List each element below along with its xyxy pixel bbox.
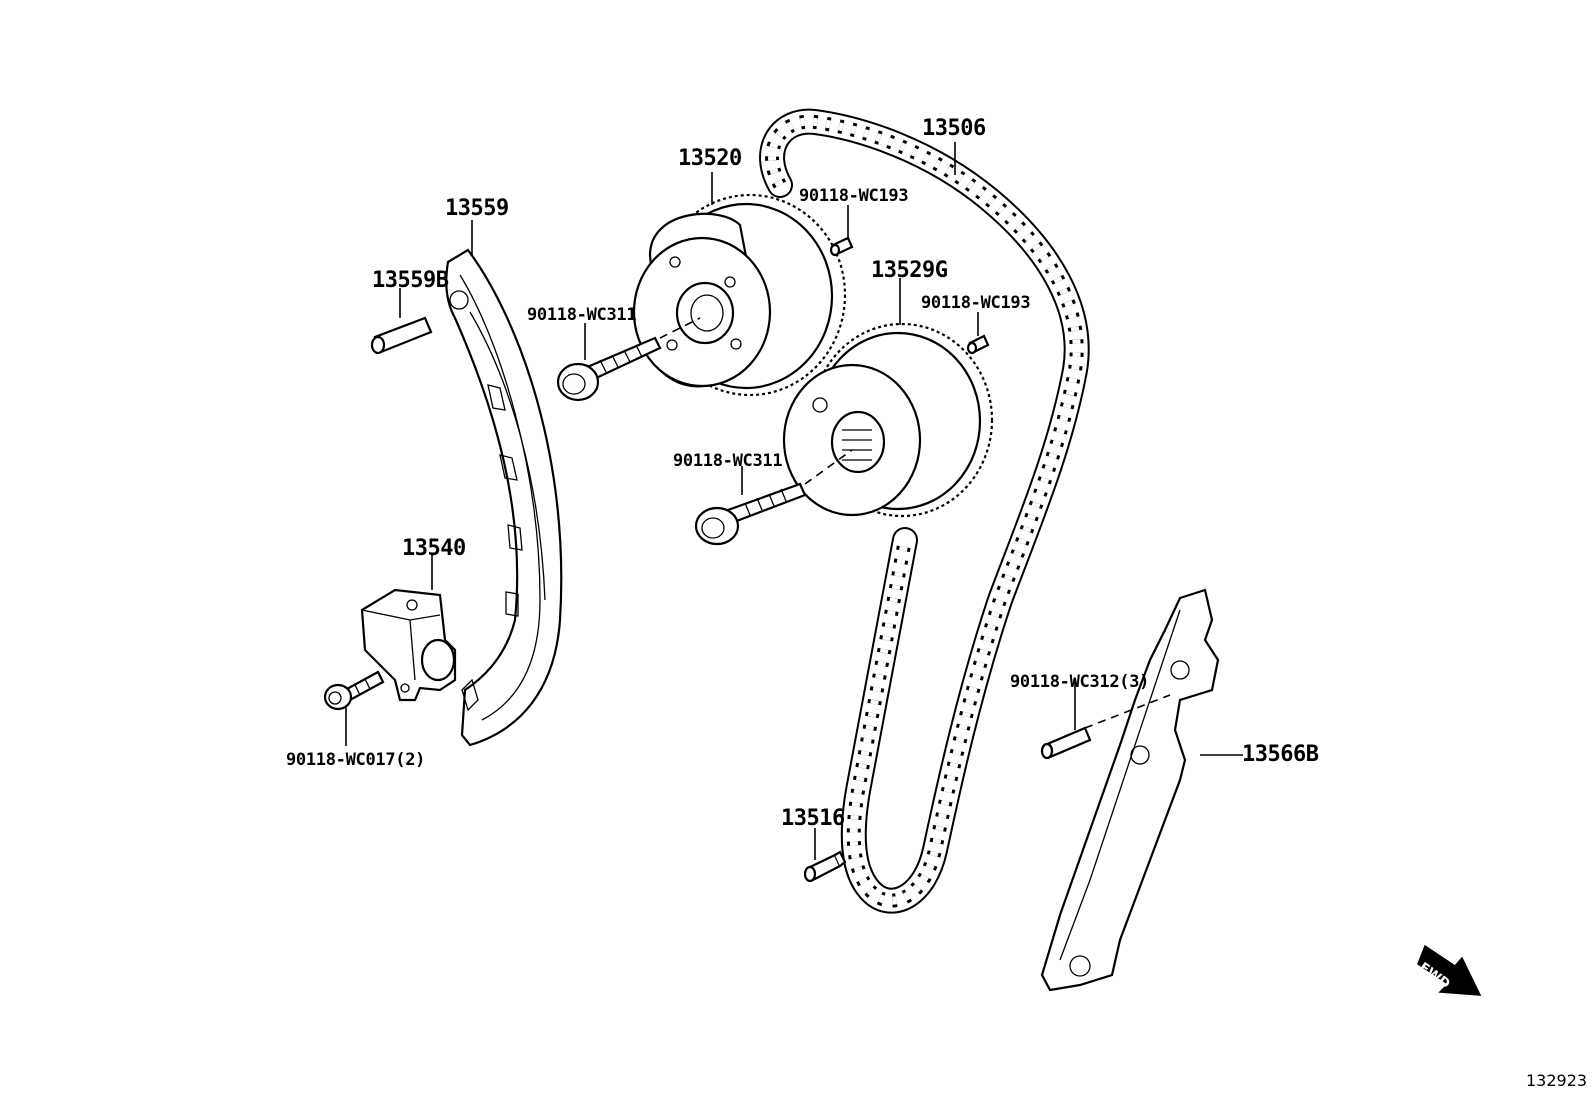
chain-tensioner-slipper <box>445 248 563 747</box>
bolt-lower <box>694 482 807 546</box>
camshaft-timing-gear-upper <box>632 193 847 397</box>
pin-right <box>966 334 990 355</box>
leader-lines <box>345 142 1243 860</box>
pin-guide <box>1040 726 1092 760</box>
guide-pin-axis <box>1084 694 1171 729</box>
pin-13559b <box>370 316 433 355</box>
label-13566b: 13566B <box>1242 742 1319 767</box>
label-13559: 13559 <box>445 196 509 221</box>
bolt-lower-axis <box>804 449 853 485</box>
chain-guide <box>1040 588 1220 992</box>
chain-tensioner <box>360 588 457 702</box>
diagram-id-number: 132923 <box>1526 1071 1588 1090</box>
bolt-upper <box>556 336 662 402</box>
bolt-upper-axis <box>659 317 701 339</box>
label-90118-wc017: 90118-WC017(2) <box>286 750 426 770</box>
timing-chain <box>759 108 1090 914</box>
label-13559b: 13559B <box>372 268 449 293</box>
label-13540: 13540 <box>402 536 466 561</box>
fwd-arrow-icon <box>1417 944 1482 996</box>
label-90118-wc311-lower: 90118-WC311 <box>673 451 783 471</box>
label-13529g: 13529G <box>871 258 948 283</box>
label-90118-wc193-upper: 90118-WC193 <box>799 186 909 206</box>
camshaft-timing-gear-lower <box>782 322 994 518</box>
bolt-tensioner <box>323 670 385 711</box>
label-13520: 13520 <box>678 146 742 171</box>
label-90118-wc312: 90118-WC312(3) <box>1010 672 1150 692</box>
pin-upper <box>829 236 854 257</box>
pin-13516 <box>803 850 847 883</box>
label-90118-wc193-right: 90118-WC193 <box>921 293 1031 313</box>
label-13516: 13516 <box>781 806 845 831</box>
label-13506: 13506 <box>922 116 986 141</box>
label-90118-wc311-upper: 90118-WC311 <box>527 305 637 325</box>
